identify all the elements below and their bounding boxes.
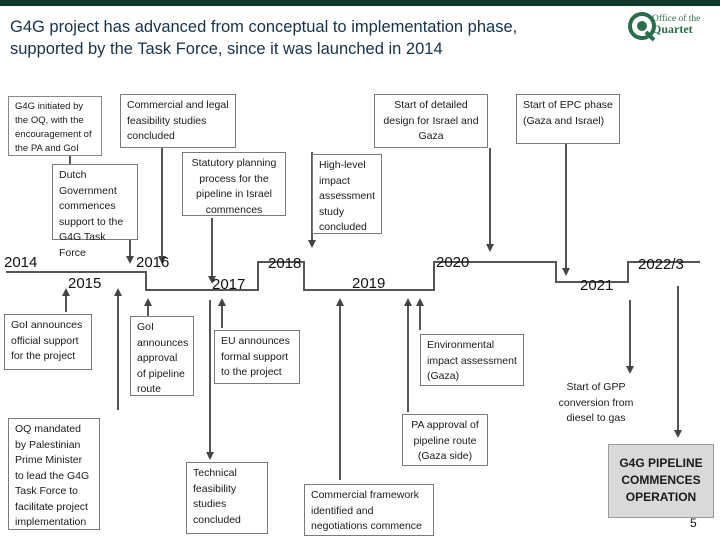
milestone-box-technical-feasibility: Technical feasibility studies concluded [186, 462, 268, 534]
milestone-box-impact-assessment: High-level impact assessment study concl… [312, 154, 382, 234]
page-number: 5 [690, 516, 697, 530]
milestone-box-detailed-design: Start of detailed design for Israel and … [374, 94, 488, 148]
quartet-logo [628, 12, 656, 42]
milestone-box-epc-phase: Start of EPC phase (Gaza and Israel) [516, 94, 620, 144]
milestone-box-environmental-assessment: Environmental impact assessment (Gaza) [420, 334, 524, 386]
timeline-segment [6, 261, 700, 291]
milestone-box-commercial-framework: Commercial framework identified and nego… [304, 484, 434, 536]
year-2016: 2016 [136, 254, 170, 271]
milestone-box-commercial-legal: Commercial and legal feasibility studies… [120, 94, 236, 148]
milestone-box-goi-support: GoI announces official support for the p… [4, 314, 92, 370]
milestone-box-dutch-support: Dutch Government commences support to th… [52, 164, 138, 259]
year-2017: 2017 [212, 276, 246, 293]
logo-line1: Office of the [652, 14, 701, 24]
milestone-box-pa-route-approval: PA approval of pipeline route (Gaza side… [402, 414, 488, 466]
logo-line2: Quartet [652, 22, 693, 36]
year-2020: 2020 [436, 254, 470, 271]
milestone-box-oq-mandated: OQ mandated by Palestinian Prime Ministe… [8, 418, 100, 530]
milestone-box-statutory-planning: Statutory planning process for the pipel… [182, 152, 286, 216]
year-2015: 2015 [68, 275, 102, 292]
year-2019: 2019 [352, 275, 386, 292]
milestone-box-2014-initiated: G4G initiated by the OQ, with the encour… [8, 96, 102, 156]
final-milestone-box: G4G PIPELINE COMMENCES OPERATION [608, 444, 714, 518]
milestone-box-gpp-conversion: Start of GPP conversion from diesel to g… [548, 376, 644, 432]
milestone-box-goi-route-approval: GoI announces approval of pipeline route [130, 316, 194, 396]
year-2018: 2018 [268, 255, 302, 272]
milestone-box-eu-support: EU announces formal support to the proje… [214, 330, 300, 384]
page-title: G4G project has advanced from conceptual… [10, 18, 518, 58]
logo-text: Office of the Quartet [652, 14, 712, 36]
top-bar [0, 0, 720, 6]
year-2021: 2021 [580, 277, 614, 294]
year-2014: 2014 [4, 254, 38, 271]
year-2022-3: 2022/3 [638, 256, 684, 273]
